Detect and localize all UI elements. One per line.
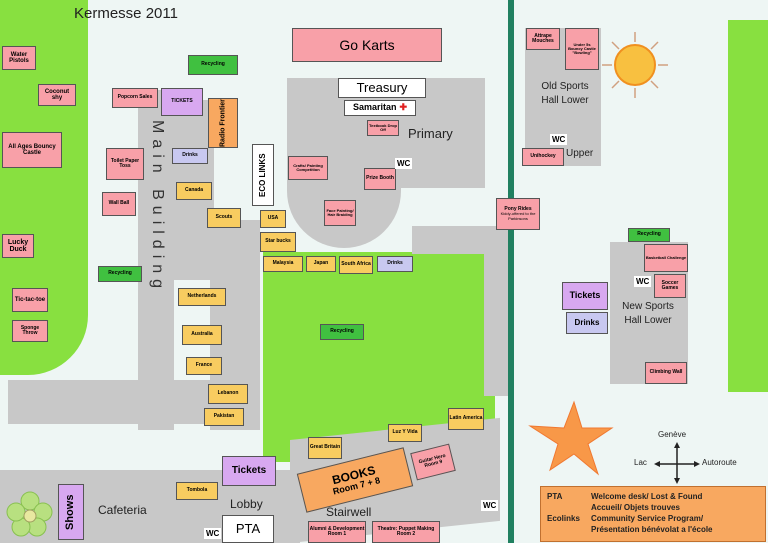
pony-rides-note: Kiddy-offered to the Parkinsons <box>500 211 536 221</box>
stall-south-africa[interactable]: South Africa <box>339 256 373 274</box>
road-line <box>508 0 514 543</box>
drinks-stall[interactable]: Drinks <box>172 148 208 164</box>
pony-rides-label: Pony Rides <box>504 206 532 213</box>
pta-desk[interactable]: PTA <box>222 515 274 543</box>
recycling-point[interactable]: Recycling <box>628 228 670 242</box>
upper-label: Upper <box>566 148 594 159</box>
legend-pta-line1: Welcome desk/ Lost & Found <box>591 492 703 501</box>
star-drawing <box>528 400 614 476</box>
go-karts-track[interactable]: Go Karts <box>292 28 442 62</box>
stall-starbucks[interactable]: Star bucks <box>260 232 296 252</box>
drinks-stall[interactable]: Drinks <box>566 312 608 334</box>
stall-climbing-wall[interactable]: Climbing Wall <box>645 362 687 384</box>
stall-pakistan[interactable]: Pakistan <box>204 408 244 426</box>
compass-north-label: Genève <box>658 430 687 439</box>
stall-coconut-shy[interactable]: Coconut shy <box>38 84 76 106</box>
stall-radio-frontier[interactable]: Radio Frontier <box>208 98 238 148</box>
recycling-point[interactable]: Recycling <box>188 55 238 75</box>
map-title: Kermesse 2011 <box>74 5 178 22</box>
old-sports-hall-label: Old Sports Hall Lower <box>541 81 589 106</box>
stall-great-britain[interactable]: Great Britain <box>308 437 342 459</box>
recycling-point[interactable]: Recycling <box>98 266 142 282</box>
stairwell-label: Stairwell <box>326 505 372 519</box>
stall-attrape-mouches[interactable]: Attrape Mouches <box>526 28 560 50</box>
compass-west-label: Lac <box>634 458 647 467</box>
stall-popcorn-sales[interactable]: Popcorn Sales <box>112 88 158 108</box>
stall-textbook-drop-off[interactable]: Textbook Drop Off <box>367 120 399 136</box>
drinks-stall[interactable]: Drinks <box>377 256 413 272</box>
stall-australia[interactable]: Australia <box>182 325 222 345</box>
compass-east-label: Autoroute <box>702 458 737 467</box>
recycling-point[interactable]: Recycling <box>320 324 364 340</box>
stall-wall-ball[interactable]: Wall Ball <box>102 192 136 216</box>
wc-stairwell[interactable]: WC <box>481 500 499 511</box>
stall-under-5s-bouncy-castle[interactable]: Under 5s Bouncy Castle "Bowling" <box>565 28 599 70</box>
stall-sponge-throw[interactable]: Sponge Throw <box>12 320 48 342</box>
samaritan-first-aid[interactable]: Samaritan ✚ <box>344 100 416 116</box>
legend-eco-line1: Community Service Program/ <box>591 514 704 523</box>
compass-arrows-icon <box>654 442 700 484</box>
main-building-corridor <box>138 90 174 430</box>
stall-scouts[interactable]: Scouts <box>207 208 241 228</box>
stall-water-pistols[interactable]: Water Pistols <box>2 46 36 70</box>
stall-lucky-duck[interactable]: Lucky Duck <box>2 234 34 258</box>
wc-lobby[interactable]: WC <box>204 528 222 539</box>
sun-drawing <box>602 32 668 98</box>
stall-toilet-paper-toss[interactable]: Toilet Paper Toss <box>106 148 144 180</box>
stall-lebanon[interactable]: Lebanon <box>208 384 248 404</box>
tickets-booth-sports[interactable]: Tickets <box>562 282 608 310</box>
legend-pta-line2: Accueil/ Objets trouves <box>591 503 680 512</box>
lobby-label: Lobby <box>230 497 263 511</box>
stall-pony-rides[interactable]: Pony Rides Kiddy-offered to the Parkinso… <box>496 198 540 230</box>
eco-links-booth[interactable]: ECO LINKS <box>252 144 274 206</box>
red-cross-icon: ✚ <box>399 102 408 113</box>
stall-bouncy-castle[interactable]: All Ages Bouncy Castle <box>2 132 62 168</box>
flower-drawing <box>6 491 53 537</box>
legend-box: PTA Welcome desk/ Lost & Found Accueil/ … <box>540 486 766 542</box>
wc-new-sports-hall[interactable]: WC <box>634 276 652 287</box>
stall-usa[interactable]: USA <box>260 210 286 228</box>
stall-luz-y-vida[interactable]: Luz Y Vida <box>388 424 422 442</box>
legend-eco-line2: Présentation bénévolat a l'école <box>591 525 713 534</box>
stall-alumni-development[interactable]: Alumni & Development Room 1 <box>308 521 366 543</box>
stall-theatre-puppet-making[interactable]: Theatre: Puppet Making Room 2 <box>372 521 440 543</box>
right-grass-strip <box>728 20 768 392</box>
new-sports-hall-label: New Sports Hall Lower <box>622 301 674 326</box>
primary-label: Primary <box>408 126 453 141</box>
stall-crafts-painting[interactable]: Crafts/ Painting Competition <box>288 156 328 180</box>
main-building-label: Main Building <box>149 120 166 295</box>
stall-soccer-games[interactable]: Soccer Games <box>654 274 686 298</box>
samaritan-label: Samaritan <box>352 102 397 113</box>
stall-canada[interactable]: Canada <box>176 182 212 200</box>
stall-prize-booth[interactable]: Prize Booth <box>364 168 396 190</box>
stall-tombola[interactable]: Tombola <box>176 482 218 500</box>
stall-netherlands[interactable]: Netherlands <box>178 288 226 306</box>
treasury-booth[interactable]: Treasury <box>338 78 426 98</box>
stall-unihockey[interactable]: Unihockey <box>522 148 564 166</box>
wc-primary[interactable]: WC <box>395 158 413 169</box>
stall-face-painting[interactable]: Face Painting/ Hair Braiding <box>324 200 356 226</box>
tickets-booth-main[interactable]: TICKETS <box>161 88 203 116</box>
cafeteria-label: Cafeteria <box>98 503 147 517</box>
tickets-booth-lobby[interactable]: Tickets <box>222 456 276 486</box>
field-right-block <box>484 226 508 396</box>
legend-pta-key: PTA <box>547 492 563 501</box>
stall-japan[interactable]: Japan <box>306 256 336 272</box>
shows-stage[interactable]: Shows <box>58 484 84 540</box>
stall-malaysia[interactable]: Malaysia <box>263 256 303 272</box>
stall-latin-america[interactable]: Latin America <box>448 408 484 430</box>
wc-old-sports-hall[interactable]: WC <box>550 134 568 145</box>
stall-basketball-challenge[interactable]: Basketball Challenge <box>644 244 688 272</box>
legend-eco-key: Ecolinks <box>547 514 580 523</box>
stall-france[interactable]: France <box>186 357 222 375</box>
stall-tic-tac-toe[interactable]: Tic-tac-toe <box>12 288 48 312</box>
